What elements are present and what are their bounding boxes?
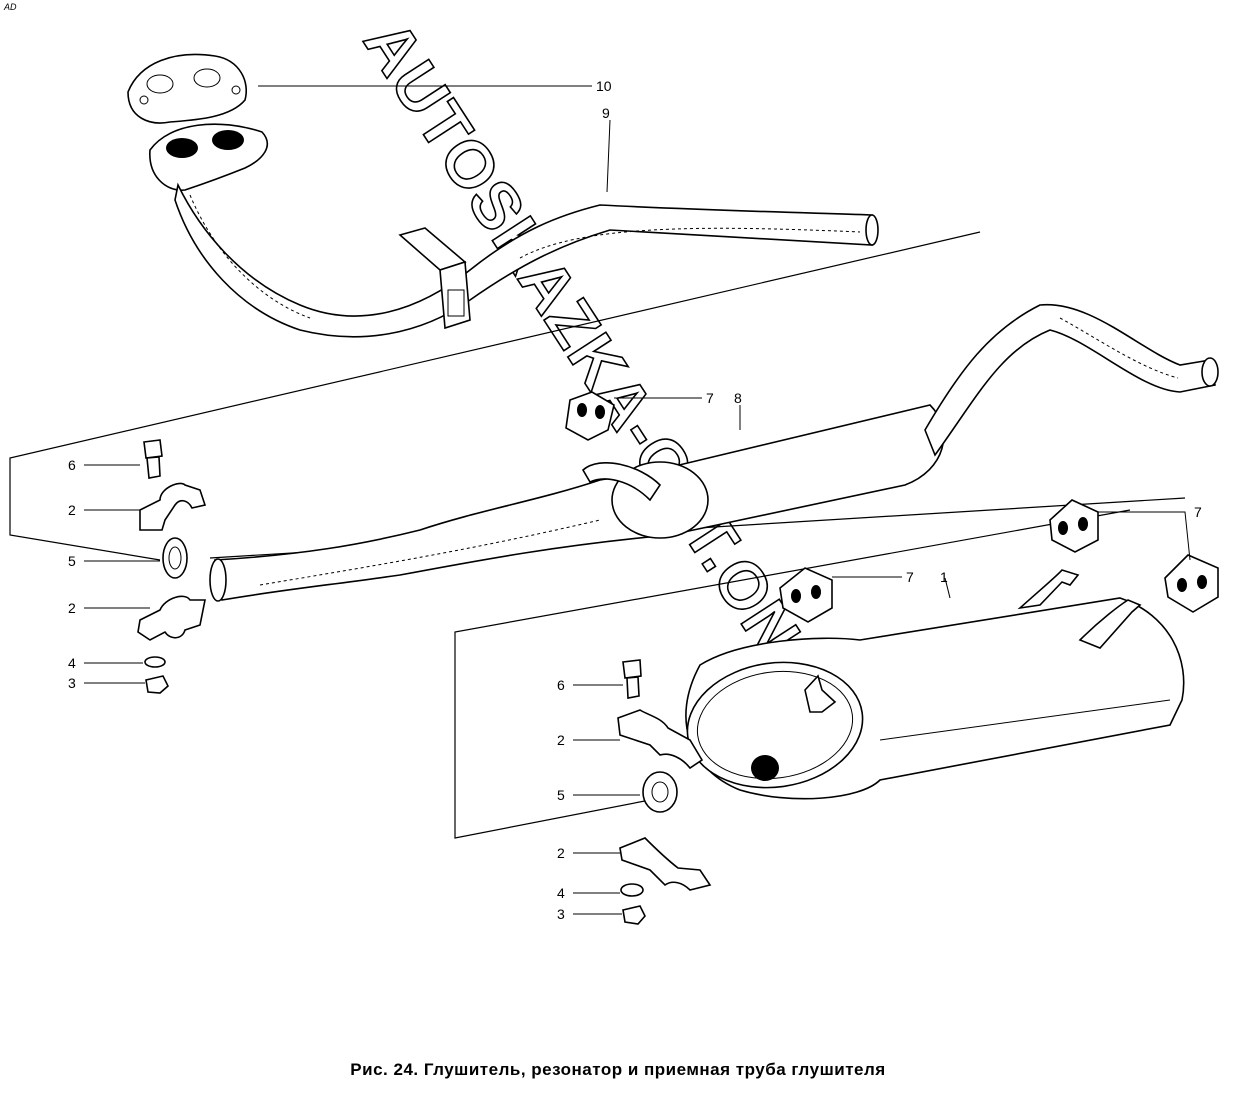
callout-2: 2	[68, 600, 76, 616]
callout-7: 7	[1194, 504, 1202, 520]
rubber-cushion	[1164, 554, 1219, 613]
clamp-half	[139, 482, 207, 531]
gasket-ring	[162, 537, 188, 579]
callout-5: 5	[68, 553, 76, 569]
callout-2: 2	[557, 845, 565, 861]
nut	[145, 675, 169, 694]
bolt	[622, 659, 642, 699]
figure-caption: Рис. 24. Глушитель, резонатор и приемная…	[350, 1060, 886, 1079]
nut	[622, 905, 646, 925]
callout-6: 6	[557, 677, 565, 693]
clamp-half	[137, 595, 206, 641]
front-exhaust-pipe	[149, 123, 879, 338]
resonator-assembly	[209, 303, 1219, 602]
callout-6: 6	[68, 457, 76, 473]
rubber-cushion	[1049, 499, 1099, 553]
leader-lines	[84, 85, 1191, 915]
exhaust-gasket	[127, 53, 247, 124]
corner-mark: AD	[4, 2, 17, 12]
callout-9: 9	[602, 105, 610, 121]
callout-3: 3	[68, 675, 76, 691]
callout-3: 3	[557, 906, 565, 922]
callout-10: 10	[596, 78, 612, 94]
rubber-cushion	[779, 567, 833, 623]
bolt	[143, 439, 163, 479]
callout-8: 8	[734, 390, 742, 406]
callout-1: 1	[940, 569, 948, 585]
callout-4: 4	[557, 885, 565, 901]
gasket-ring	[642, 771, 678, 813]
clamp-half	[619, 837, 712, 891]
washer	[620, 883, 644, 897]
main-muffler	[685, 569, 1185, 800]
washer	[144, 656, 166, 668]
clamp-half	[617, 709, 704, 770]
callout-2: 2	[557, 732, 565, 748]
rubber-cushion	[565, 391, 615, 441]
callout-5: 5	[557, 787, 565, 803]
callout-2: 2	[68, 502, 76, 518]
callout-4: 4	[68, 655, 76, 671]
callout-7: 7	[906, 569, 914, 585]
callout-7: 7	[706, 390, 714, 406]
